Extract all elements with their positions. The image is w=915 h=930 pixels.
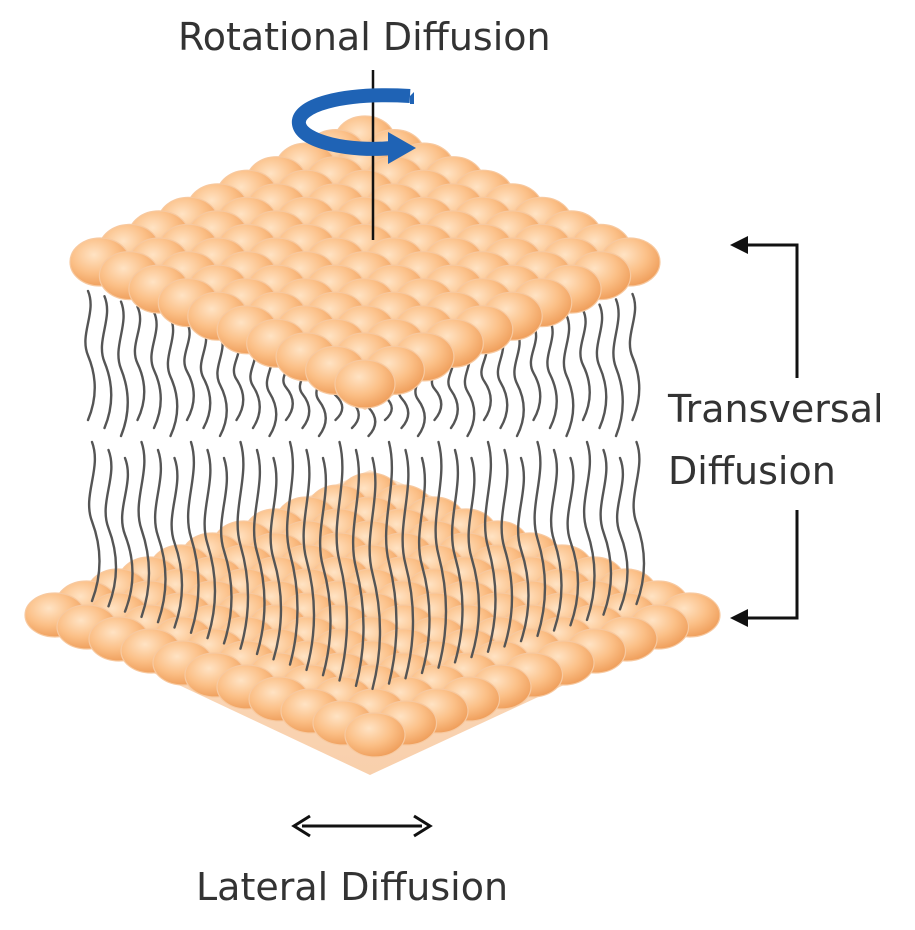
lipid-tail [450,448,464,664]
lipid-tail [401,448,415,680]
lateral-diffusion-label: Lateral Diffusion [196,865,509,909]
lipid-tail [368,456,382,691]
lipid-tail [166,316,179,438]
top-lipid-heads [69,115,661,409]
lipid-tail [150,310,162,430]
lipid-tail [252,448,266,656]
lipid-tail [117,300,129,438]
lipid-tail [628,292,641,422]
lipid-tail [170,456,184,629]
lipid-tail [285,440,299,666]
lipid-tail [87,440,101,603]
lipid-tail [496,335,509,430]
lipid-tail [183,321,195,422]
lipid-tail [529,324,542,422]
lipid-tail [546,319,558,430]
lipid-tail [203,448,217,640]
lipid-tail [579,308,591,422]
lipid-tail [384,440,398,685]
lipid-tail [216,332,228,438]
lipid-tail [467,456,481,659]
lipid-tail [483,440,497,653]
lipid-tail [84,289,96,422]
lipid-tail [566,456,580,627]
lipid-tail [137,440,151,619]
lipid-head [334,359,396,409]
lipid-tails [84,289,646,691]
lipid-tail [100,295,113,430]
lipid-tail [335,440,349,682]
lipid-tail [199,326,212,430]
lipid-tail [595,303,608,430]
lipid-tail [612,298,624,438]
lipid-tail [500,448,514,648]
double-headed-arrow-icon [291,814,433,838]
transversal-diffusion-label-line2: Diffusion [668,449,836,493]
lipid-tail [632,440,646,606]
lipid-tail [351,448,365,688]
lipid-tail [153,448,167,624]
curved-rotation-arrow-icon [292,88,416,164]
top-leaflet [69,115,661,410]
rotational-diffusion-label: Rotational Diffusion [178,15,551,59]
lipid-tail [302,448,316,672]
lipid-head [344,712,406,758]
lipid-tail [318,456,332,677]
lipid-tail [582,440,596,622]
lipid-tail [562,314,575,438]
lipid-tail [615,456,629,611]
bracket-arrow-icon [730,236,799,627]
lipid-tail [513,329,525,438]
lipid-tail [104,448,118,608]
lipid-tail [219,456,233,645]
lipid-tail [417,456,431,675]
lipid-tail [133,305,146,422]
lipid-tail [434,440,448,669]
lipid-tail [599,448,613,616]
lipid-tail [269,456,283,661]
lipid-tail [533,440,547,638]
lipid-tail [516,456,530,643]
lipid-tail [236,440,250,650]
lipid-tail [120,456,134,613]
lipid-tail [186,440,200,634]
lipid-tail [549,448,563,632]
transversal-diffusion-label-line1: Transversal [668,387,884,431]
